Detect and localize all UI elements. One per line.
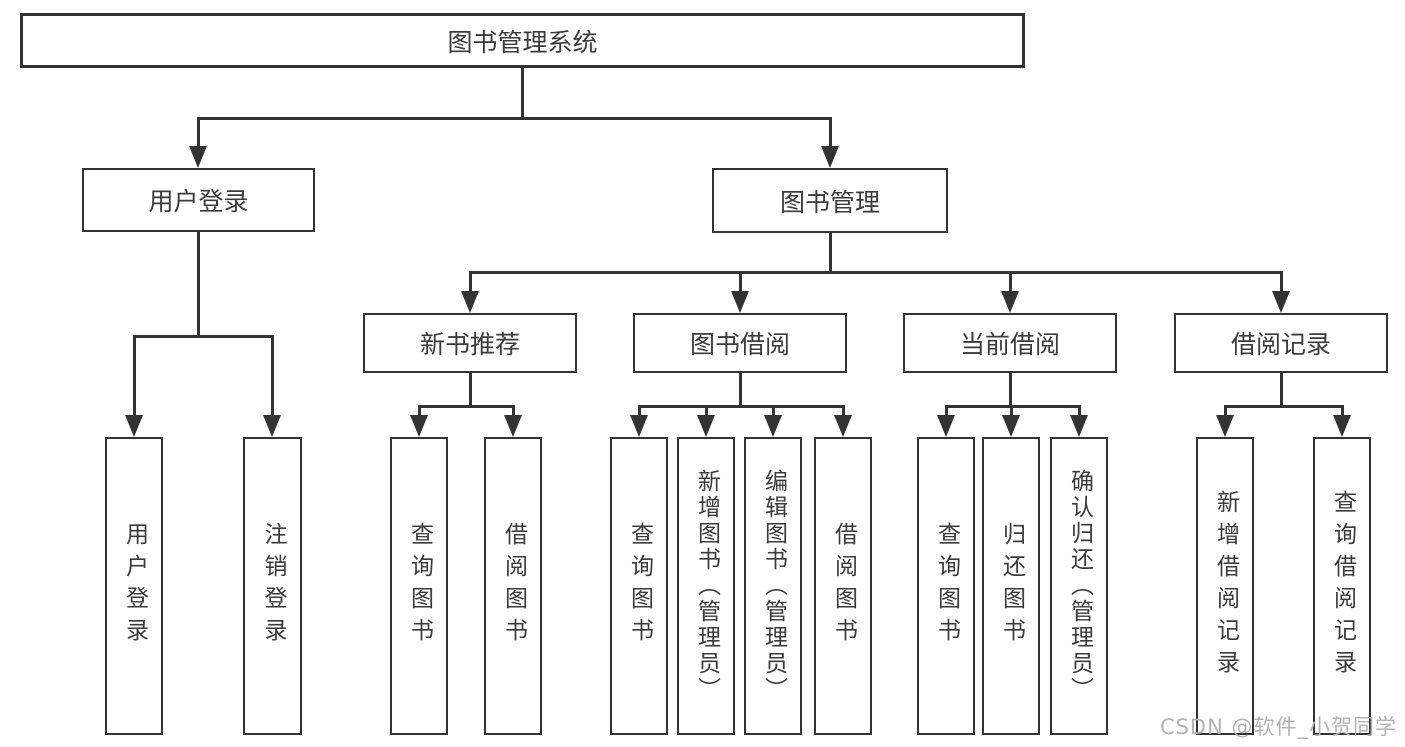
node-book-management-label: 图书管理 — [779, 187, 880, 217]
connector-bar — [417, 405, 515, 408]
leaf-borrow-books-2: 借阅图书 — [814, 437, 872, 735]
connector-arrow-shaft — [196, 117, 200, 148]
connector-arrow-shaft — [132, 335, 136, 417]
connector-bar — [637, 405, 845, 408]
node-book-borrow: 图书借阅 — [633, 313, 847, 373]
connector-arrow-shaft — [944, 405, 948, 417]
connector-arrow-shaft — [637, 405, 641, 417]
connector-arrow-shaft — [704, 405, 708, 417]
connector-stem — [468, 373, 472, 408]
connector-stem — [1008, 373, 1012, 408]
node-book-management: 图书管理 — [712, 168, 948, 233]
connector-arrow-shaft — [1279, 271, 1283, 293]
connector-arrow-shaft — [738, 271, 742, 293]
leaf-user-login: 用户登录 — [105, 437, 163, 735]
connector-arrow-shaft — [1008, 271, 1012, 293]
leaf-query-borrow-record-label: 查询借阅记录 — [1329, 490, 1356, 682]
leaf-return-book-label: 归还图书 — [998, 522, 1025, 650]
leaf-query-borrow-record: 查询借阅记录 — [1313, 437, 1371, 735]
arrowhead-icon — [189, 146, 207, 168]
leaf-add-book-admin-label: 新增图书（管理员） — [693, 469, 720, 703]
leaf-add-borrow-record-label: 新增借阅记录 — [1212, 490, 1239, 682]
leaf-add-book-admin: 新增图书（管理员） — [677, 437, 735, 735]
arrowhead-icon — [630, 415, 648, 437]
leaf-borrow-books-1: 借阅图书 — [484, 437, 542, 735]
arrowhead-icon — [731, 291, 749, 313]
connector-bar — [944, 405, 1081, 408]
connector-arrow-shaft — [1340, 405, 1344, 417]
arrowhead-icon — [1333, 415, 1351, 437]
leaf-return-book: 归还图书 — [982, 437, 1040, 735]
leaf-query-books-1: 查询图书 — [390, 437, 448, 735]
leaf-query-books-2: 查询图书 — [610, 437, 668, 735]
connector-arrow-shaft — [417, 405, 421, 417]
connector-arrow-shaft — [1009, 405, 1013, 417]
node-current-borrow-label: 当前借阅 — [959, 330, 1060, 359]
connector-stem — [520, 68, 524, 120]
arrowhead-icon — [697, 415, 715, 437]
connector-arrow-shaft — [468, 271, 472, 293]
leaf-user-login-label: 用户登录 — [121, 522, 148, 650]
arrowhead-icon — [937, 415, 955, 437]
arrowhead-icon — [1216, 415, 1234, 437]
connector-arrow-shaft — [771, 405, 775, 417]
connector-stem — [1279, 373, 1283, 408]
node-new-book-recommend: 新书推荐 — [363, 313, 577, 373]
leaf-edit-book-admin: 编辑图书（管理员） — [744, 437, 802, 735]
connector-bar — [132, 335, 274, 338]
node-borrow-records-label: 借阅记录 — [1230, 330, 1331, 359]
connector-stem — [828, 233, 832, 274]
connector-arrow-shaft — [270, 335, 274, 417]
arrowhead-icon — [764, 415, 782, 437]
arrowhead-icon — [834, 415, 852, 437]
connector-stem — [738, 373, 742, 408]
leaf-edit-book-admin-label: 编辑图书（管理员） — [760, 469, 787, 703]
leaf-logout: 注销登录 — [243, 437, 302, 735]
leaf-query-books-1-label: 查询图书 — [406, 522, 433, 650]
leaf-query-books-3: 查询图书 — [917, 437, 975, 735]
connector-bar — [468, 271, 1283, 274]
connector-arrow-shaft — [841, 405, 845, 417]
leaf-confirm-return-admin: 确认归还（管理员） — [1050, 437, 1108, 735]
arrowhead-icon — [125, 415, 143, 437]
arrowhead-icon — [461, 291, 479, 313]
arrowhead-icon — [1070, 415, 1088, 437]
node-new-book-recommend-label: 新书推荐 — [419, 330, 520, 359]
node-user-login-label: 用户登录 — [148, 187, 249, 216]
connector-bar — [196, 117, 832, 120]
connector-stem — [196, 232, 200, 338]
connector-arrow-shaft — [511, 405, 515, 417]
leaf-borrow-books-1-label: 借阅图书 — [500, 522, 527, 650]
leaf-query-books-3-label: 查询图书 — [933, 522, 960, 650]
connector-arrow-shaft — [828, 117, 832, 148]
connector-bar — [1223, 405, 1344, 408]
arrowhead-icon — [263, 415, 281, 437]
node-book-borrow-label: 图书借阅 — [689, 330, 790, 359]
node-borrow-records: 借阅记录 — [1174, 313, 1388, 373]
arrowhead-icon — [821, 146, 839, 168]
leaf-logout-label: 注销登录 — [260, 522, 286, 650]
node-root-label: 图书管理系统 — [447, 27, 598, 57]
node-root: 图书管理系统 — [20, 13, 1025, 68]
watermark: CSDN @软件_小贺同学 — [1159, 715, 1397, 739]
arrowhead-icon — [504, 415, 522, 437]
arrowhead-icon — [1002, 415, 1020, 437]
arrowhead-icon — [410, 415, 428, 437]
arrowhead-icon — [1001, 291, 1019, 313]
node-current-borrow: 当前借阅 — [903, 313, 1117, 373]
leaf-borrow-books-2-label: 借阅图书 — [830, 522, 857, 650]
arrowhead-icon — [1272, 291, 1290, 313]
leaf-confirm-return-admin-label: 确认归还（管理员） — [1066, 469, 1093, 703]
connector-arrow-shaft — [1077, 405, 1081, 417]
leaf-query-books-2-label: 查询图书 — [626, 522, 653, 650]
leaf-add-borrow-record: 新增借阅记录 — [1196, 437, 1254, 735]
node-user-login: 用户登录 — [82, 168, 315, 232]
connector-arrow-shaft — [1223, 405, 1227, 417]
